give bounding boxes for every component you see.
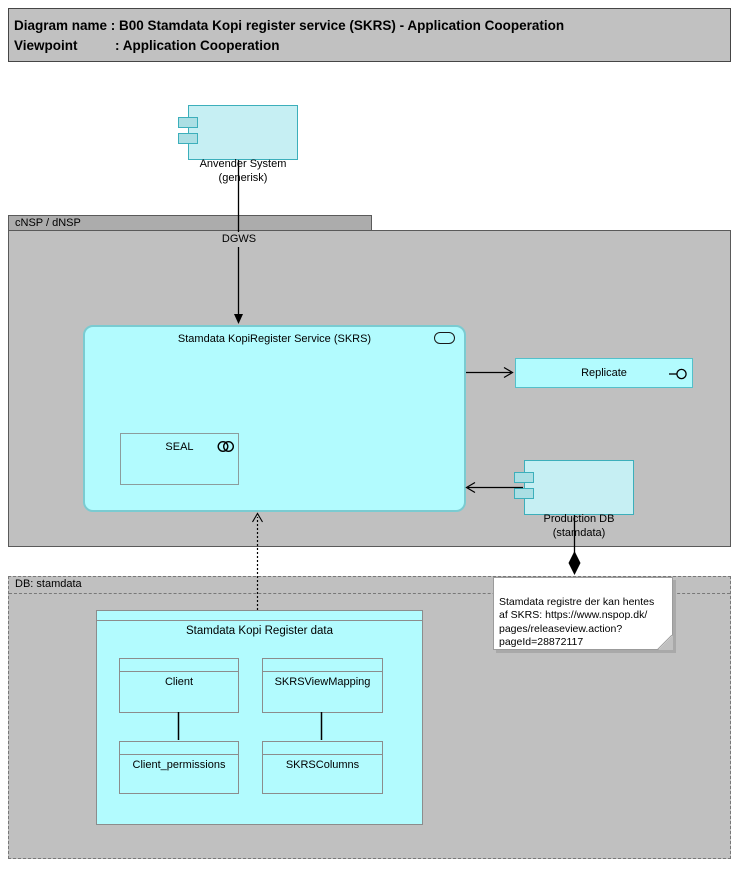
application-component-icon: [434, 332, 455, 344]
skrs-service-title: Stamdata KopiRegister Service (SKRS): [177, 333, 372, 345]
diagram-title-line2: Viewpoint : Application Cooperation: [14, 38, 280, 53]
cnsp-dnsp-group-label: cNSP / dNSP: [15, 217, 81, 229]
skrs-service-box: Stamdata KopiRegister Service (SKRS) SEA…: [83, 325, 466, 512]
diagram-title-line1: Diagram name : B00 Stamdata Kopi registe…: [14, 18, 565, 33]
data-table-client-permissions: Client_permissions: [119, 741, 239, 794]
component-port-icon: [178, 133, 198, 144]
cnsp-dnsp-group-header: cNSP / dNSP: [8, 215, 372, 231]
dgws-flow-label: DGWS: [211, 232, 267, 247]
production-db-label: Production DB (stamdata): [543, 513, 615, 539]
collaboration-icon: [217, 440, 235, 453]
stamdata-kopi-register-data-group: Stamdata Kopi Register data Client SKRSV…: [96, 610, 423, 825]
note: Stamdata registre der kan hentes af SKRS…: [493, 577, 673, 651]
component-port-icon: [514, 472, 534, 483]
stamdata-kopi-register-data-title: Stamdata Kopi Register data: [185, 625, 334, 637]
replicate-label: Replicate: [581, 367, 627, 379]
data-table-label: Client_permissions: [132, 759, 226, 771]
data-object-band: [263, 659, 382, 672]
anvender-system-component: Anvender System (generisk): [178, 105, 298, 184]
application-interface-icon: [669, 368, 687, 380]
production-db-component: Production DB (stamdata): [514, 460, 634, 539]
diagram-title-bar: Diagram name : B00 Stamdata Kopi registe…: [8, 8, 731, 62]
anvender-system-label: Anvender System (generisk): [199, 158, 287, 184]
db-stamdata-group-header: DB: stamdata: [9, 577, 730, 594]
data-table-client: Client: [119, 658, 239, 713]
component-port-icon: [514, 488, 534, 499]
component-port-icon: [178, 117, 198, 128]
data-object-band: [263, 742, 382, 755]
replicate-service-box: Replicate: [515, 358, 693, 388]
data-object-band: [120, 742, 238, 755]
db-stamdata-group-label: DB: stamdata: [15, 578, 82, 590]
data-object-band: [120, 659, 238, 672]
seal-label: SEAL: [165, 441, 194, 453]
note-fold-icon: [658, 635, 673, 650]
data-table-label: SKRSViewMapping: [274, 676, 371, 688]
data-table-label: SKRSColumns: [285, 759, 360, 771]
data-table-skrsviewmapping: SKRSViewMapping: [262, 658, 383, 713]
seal-box: SEAL: [120, 433, 239, 485]
data-table-label: Client: [164, 676, 194, 688]
data-table-skrscolumns: SKRSColumns: [262, 741, 383, 794]
data-object-band: [97, 611, 422, 621]
note-text: Stamdata registre der kan hentes af SKRS…: [499, 595, 655, 649]
